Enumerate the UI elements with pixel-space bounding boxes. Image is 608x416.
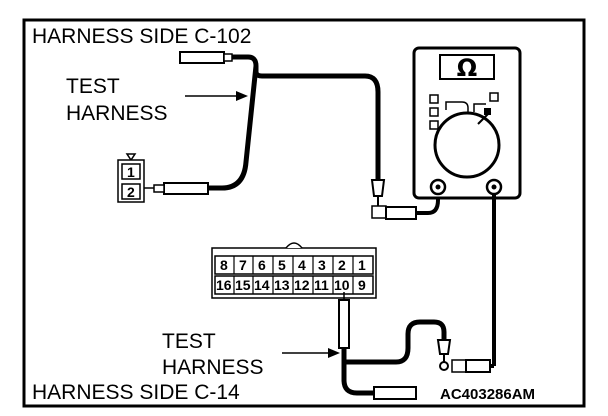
ohmmeter-display xyxy=(439,54,495,80)
test-harness-bottom-label-line1: TEST xyxy=(162,330,216,353)
c14-pin-15: 15 xyxy=(235,277,251,293)
test-harness-top xyxy=(144,51,440,220)
c14-pin-13: 13 xyxy=(274,277,290,293)
small-connector-c102: 1 2 xyxy=(117,153,145,203)
ohmmeter-dial xyxy=(433,111,501,179)
leader-arrow-bottom xyxy=(282,348,340,358)
meter-lead-right xyxy=(465,359,491,373)
c14-pin-2: 2 xyxy=(338,257,346,273)
connector-c14-top-row: 8 7 6 5 4 3 2 1 xyxy=(214,255,374,275)
leader-arrow-top xyxy=(185,91,248,101)
c14-pin-7: 7 xyxy=(239,257,247,273)
c14-pin-5: 5 xyxy=(278,257,286,273)
test-harness-bottom-label-line2: HARNESS xyxy=(162,356,264,379)
c14-pin-16: 16 xyxy=(216,277,232,293)
small-connector-pin-2: 2 xyxy=(127,184,135,200)
test-harness-top-label-line1: TEST xyxy=(66,75,120,98)
c14-pin-11: 11 xyxy=(314,277,329,293)
c14-pin-8: 8 xyxy=(220,257,228,273)
c14-pin-3: 3 xyxy=(318,257,326,273)
ohmmeter: Ω xyxy=(412,46,522,200)
c14-pin-12: 12 xyxy=(294,277,310,293)
harness-probe-small-connector xyxy=(163,182,209,195)
small-connector-pin-1: 1 xyxy=(127,164,135,180)
connector-c14-bottom-row: 16 15 14 13 12 11 10 9 xyxy=(214,275,374,295)
c14-pin-9: 9 xyxy=(358,277,366,293)
harness-plug-bottom xyxy=(373,386,417,400)
title-harness-side-c14: HARNESS SIDE C-14 xyxy=(32,381,240,404)
meter-lead-left xyxy=(385,206,417,220)
ohm-symbol: Ω xyxy=(457,54,477,82)
connector-c14: 8 7 6 5 4 3 2 1 16 15 14 13 12 11 10 9 xyxy=(211,242,377,299)
harness-probe-pin-10 xyxy=(338,299,350,349)
figure-code: AC403286AM xyxy=(440,386,535,403)
c14-pin-10: 10 xyxy=(334,277,350,293)
c14-pin-1: 1 xyxy=(358,257,366,273)
title-harness-side-c102: HARNESS SIDE C-102 xyxy=(32,25,251,48)
c14-pin-14: 14 xyxy=(254,277,270,293)
c14-pin-4: 4 xyxy=(298,257,306,273)
c14-pin-6: 6 xyxy=(258,257,266,273)
test-harness-bottom xyxy=(338,194,496,400)
harness-plug-top-left xyxy=(179,51,225,64)
test-harness-top-label-line2: HARNESS xyxy=(66,102,168,125)
